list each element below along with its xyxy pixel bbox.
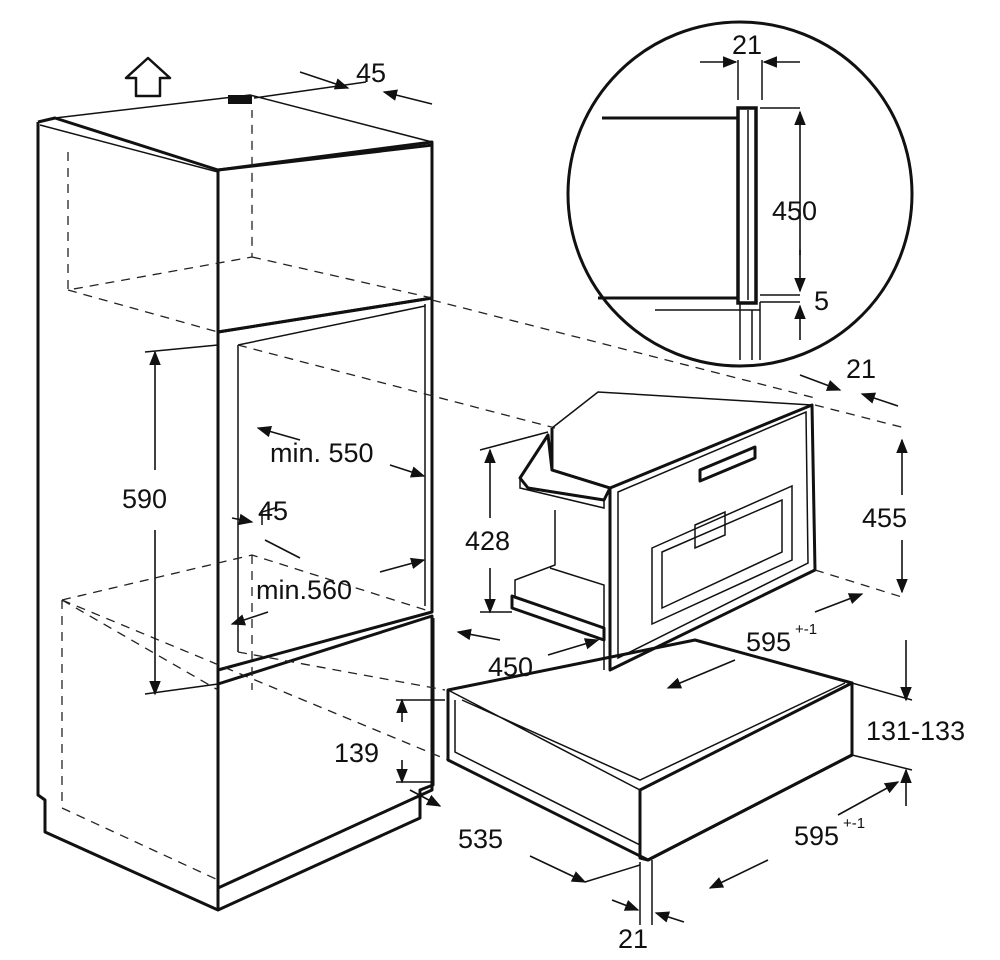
dim-depth-45: 45: [258, 496, 288, 526]
drawer-front: [638, 681, 854, 862]
dim-bottom-21: 21: [618, 924, 648, 954]
dim-min-550: min. 550: [270, 438, 374, 468]
dim-detail-5: 5: [814, 286, 829, 316]
dim-width-595-top-tolerance: +-1: [795, 621, 817, 638]
dim-width-595-bottom-tolerance: +-1: [843, 815, 865, 832]
dim-width-595-bottom: 595: [794, 821, 839, 851]
dim-min-560: min.560: [256, 575, 352, 605]
dim-depth-535: 535: [458, 824, 503, 854]
dim-detail-21: 21: [732, 30, 762, 60]
dim-depth-450: 450: [488, 652, 533, 682]
detail-callout: [566, 20, 914, 368]
dim-height-590: 590: [122, 484, 167, 514]
up-arrow-icon: [124, 56, 172, 98]
dimension-lines: [144, 56, 913, 925]
dimension-labels: 45 21 450 5 21 590 min. 550 45 min.560 4…: [122, 30, 965, 954]
dim-height-139: 139: [334, 738, 379, 768]
projection-lines: [61, 299, 816, 761]
dim-top-45: 45: [356, 58, 386, 88]
top-fitting: [228, 95, 252, 104]
tall-cabinet: [36, 94, 435, 912]
dim-height-455: 455: [862, 503, 907, 533]
cabinet-hidden-edges: [61, 110, 433, 881]
dim-side-21: 21: [846, 354, 876, 384]
cabinet-niche-frame: [216, 296, 434, 672]
dim-width-595-top: 595: [746, 627, 791, 657]
cabinet-bottom-section: [216, 614, 434, 890]
cabinet-outline: [36, 116, 435, 912]
machine-left-rail: [518, 433, 612, 502]
coffee-machine: [510, 391, 906, 672]
dim-range-131-133: 131-133: [866, 716, 965, 746]
dim-detail-450: 450: [772, 196, 817, 226]
dim-height-428: 428: [465, 526, 510, 556]
